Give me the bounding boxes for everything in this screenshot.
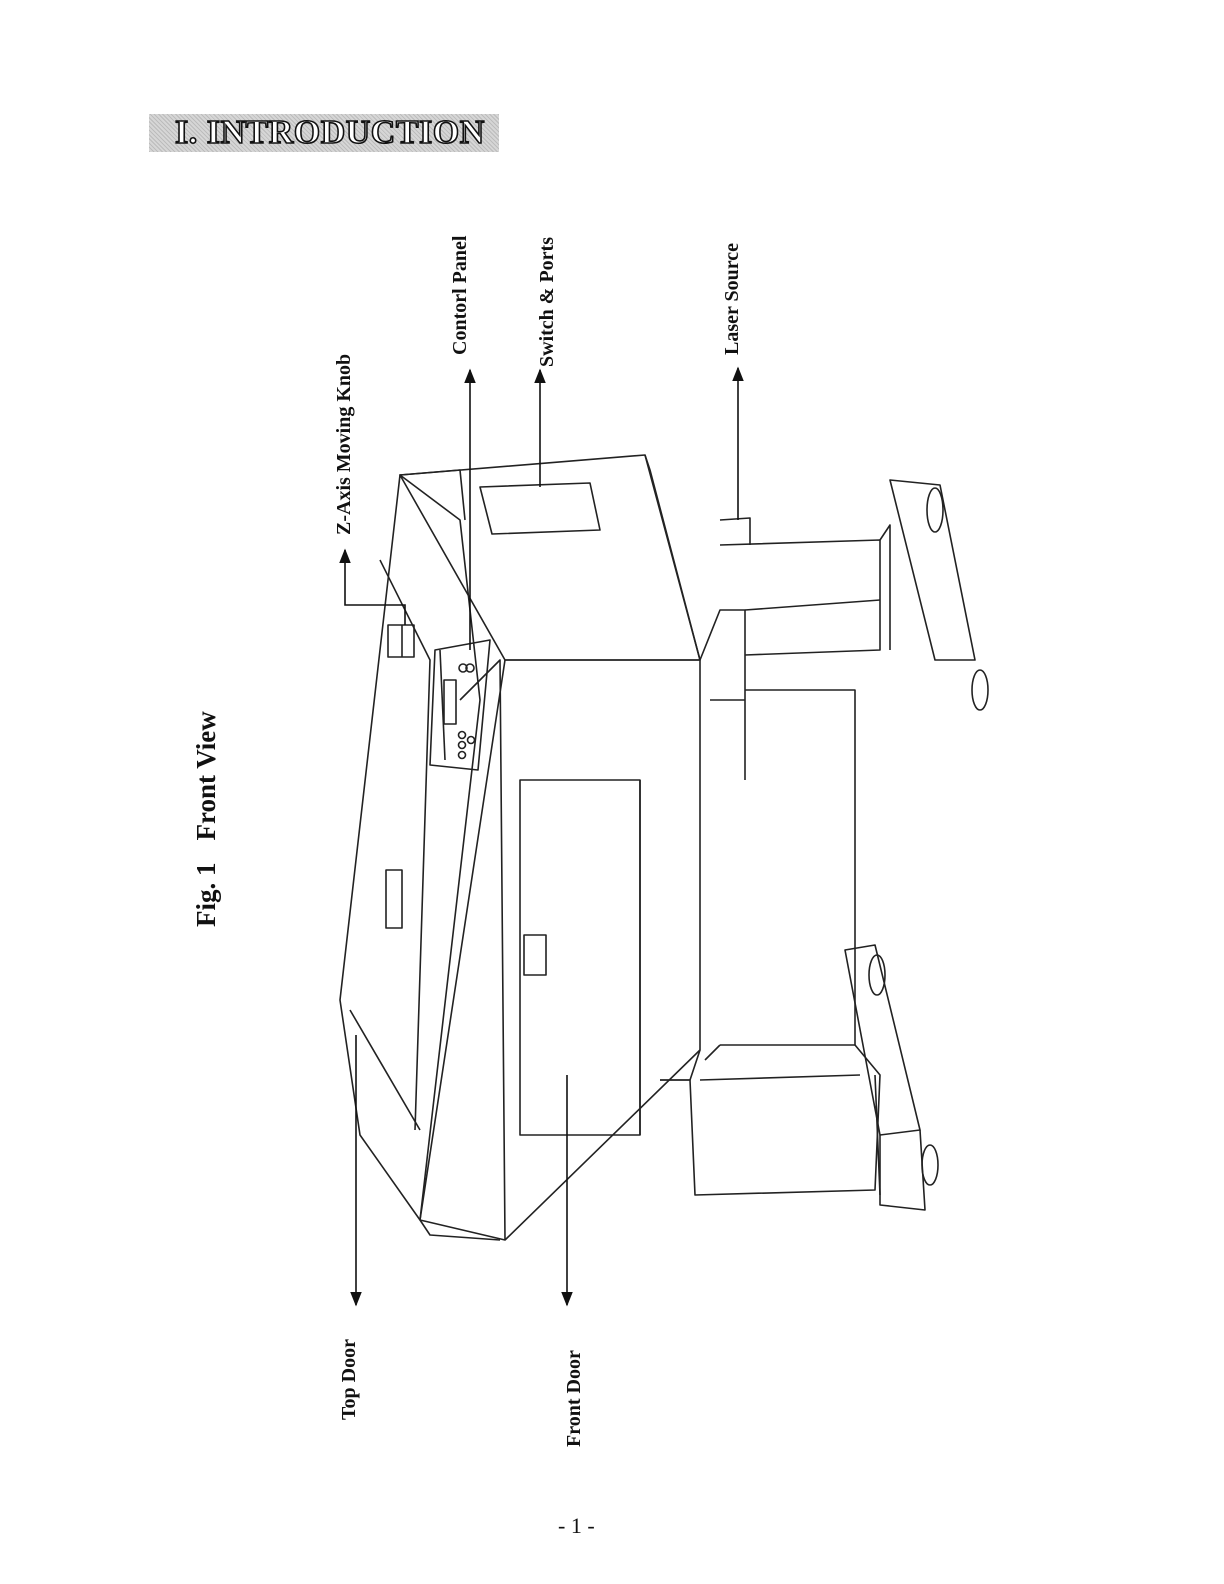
control-panel-display (443, 679, 457, 725)
top-door (339, 474, 481, 1221)
z-axis-knob (387, 624, 415, 658)
base-cabinet (699, 609, 746, 780)
front-body (419, 659, 701, 1241)
top-door-handle (385, 869, 403, 929)
page-number: - 1 - (558, 1513, 595, 1538)
switch-ports-cutout (479, 482, 601, 535)
control-panel (429, 639, 491, 771)
leader-z-axis-knob (339, 548, 406, 625)
left-foot (844, 944, 921, 1136)
right-leg (719, 539, 881, 656)
laser-source-tube (719, 517, 751, 545)
section-heading-background (149, 114, 499, 152)
side-housing (399, 454, 701, 661)
right-foot (889, 479, 976, 661)
section-heading: I. INTRODUCTION (174, 113, 485, 152)
front-door-handle (523, 934, 547, 976)
left-leg (660, 1044, 881, 1196)
front-door (519, 779, 641, 1136)
